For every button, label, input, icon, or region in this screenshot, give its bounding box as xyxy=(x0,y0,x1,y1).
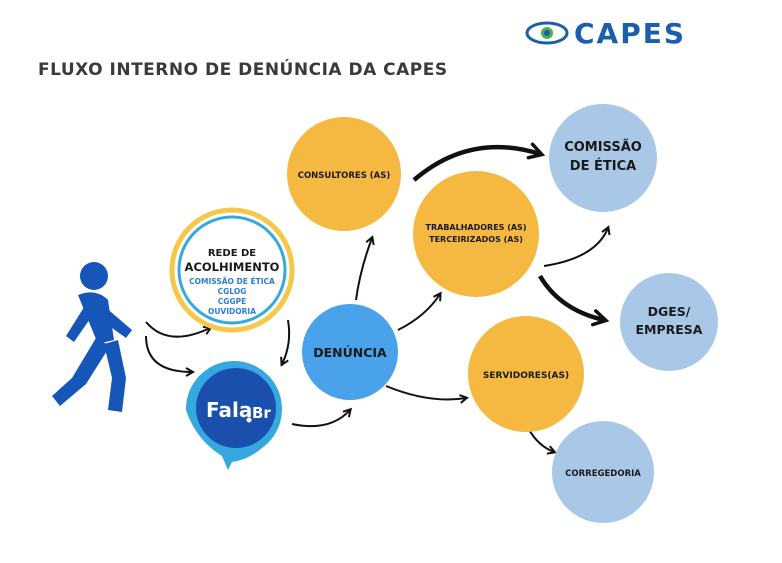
node-consultores: CONSULTORES (AS) xyxy=(287,117,401,231)
node-trabalhadores: TRABALHADORES (AS) TERCEIRIZADOS (AS) xyxy=(413,171,539,297)
logo-text: CAPES xyxy=(574,16,687,50)
node-dges-empresa: DGES/ EMPRESA xyxy=(620,273,718,371)
arrow-denuncia-to-servidores xyxy=(385,385,466,400)
arrow-denuncia-to-consultores xyxy=(355,238,372,301)
rede-item: CGGPE xyxy=(218,297,246,306)
rede-item: COMISSÃO DE ÉTICA xyxy=(189,277,275,286)
capes-eye-icon xyxy=(525,21,569,45)
trabalhadores-label: TRABALHADORES (AS) xyxy=(426,223,527,232)
falabr-label-2: Br xyxy=(252,404,271,422)
node-comissao-etica: COMISSÃO DE ÉTICA xyxy=(549,104,657,212)
arrow-consultores-to-comissao xyxy=(412,142,546,182)
arrow-person-to-falabr xyxy=(145,335,192,372)
dges-label-1: DGES/ xyxy=(648,304,691,319)
denuncia-label: DENÚNCIA xyxy=(313,345,387,360)
servidores-label: SERVIDORES(AS) xyxy=(483,371,569,381)
arrow-denuncia-to-trabalhadores xyxy=(397,294,440,331)
node-denuncia: DENÚNCIA xyxy=(302,304,398,400)
arrow-rede-to-falabr xyxy=(282,319,291,364)
arrow-person-to-rede xyxy=(145,321,210,338)
dges-label-2: EMPRESA xyxy=(636,322,703,337)
rede-title-2: ACOLHIMENTO xyxy=(185,260,280,274)
rede-item: CGLOG xyxy=(218,287,247,296)
arrow-trabalhadores-to-comissao xyxy=(543,228,608,267)
walking-person-icon xyxy=(52,262,132,412)
node-falabr: Fala Br xyxy=(185,361,282,470)
rede-title-1: REDE DE xyxy=(208,248,256,259)
arrow-falabr-to-denuncia xyxy=(291,410,350,428)
page-title: FLUXO INTERNO DE DENÚNCIA DA CAPES xyxy=(38,60,448,80)
capes-logo: CAPES xyxy=(524,14,696,52)
falabr-label-1: Fala xyxy=(206,398,252,422)
corregedoria-label: CORREGEDORIA xyxy=(565,469,641,479)
node-corregedoria: CORREGEDORIA xyxy=(552,421,654,523)
rede-item: OUVIDORIA xyxy=(208,307,256,316)
comissao-label-1: COMISSÃO xyxy=(564,139,642,155)
consultores-label: CONSULTORES (AS) xyxy=(298,171,391,181)
node-servidores: SERVIDORES(AS) xyxy=(468,316,584,432)
terceirizados-label: TERCEIRIZADOS (AS) xyxy=(429,235,523,244)
arrow-trabalhadores-to-dges xyxy=(538,274,610,327)
comissao-label-2: DE ÉTICA xyxy=(570,158,636,174)
node-rede-acolhimento: REDE DE ACOLHIMENTO COMISSÃO DE ÉTICA CG… xyxy=(169,207,295,333)
